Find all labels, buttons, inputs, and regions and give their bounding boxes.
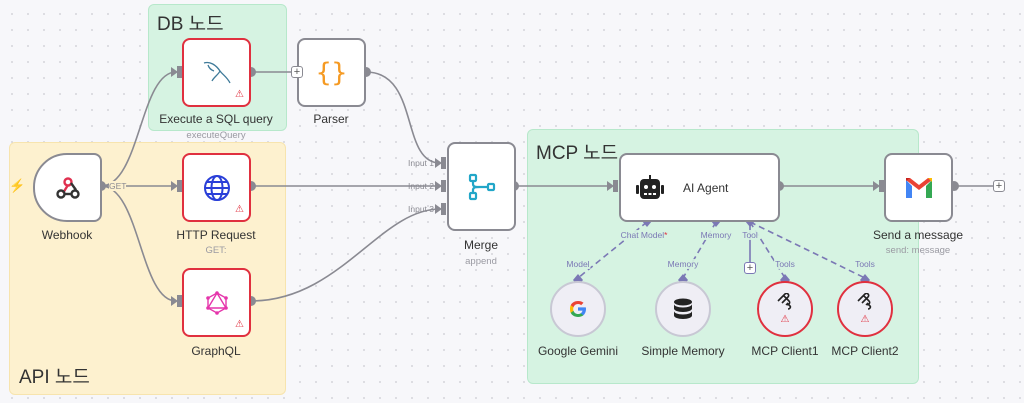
add-node-before-parser-button[interactable]: + xyxy=(291,66,303,78)
node-ai-agent[interactable]: AI Agent xyxy=(619,153,780,222)
graphql-icon xyxy=(205,290,228,315)
node-mcp-client1[interactable]: ⚠ xyxy=(757,281,813,337)
trigger-bolt-icon: ⚡ xyxy=(9,178,26,193)
group-api-title[interactable]: API 노드 xyxy=(19,367,90,388)
mcp1-port-label: Tools xyxy=(774,259,796,269)
group-mcp-title[interactable]: MCP 노드 xyxy=(536,143,619,164)
agent-tool-port-label: Tool xyxy=(741,230,759,240)
chat-model-text: Chat Model xyxy=(620,230,665,240)
wire-agent-mcp2 xyxy=(749,221,866,279)
node-mcp-client1-label: MCP Client1 xyxy=(751,344,819,358)
node-simple-memory[interactable] xyxy=(655,281,711,337)
node-graphql[interactable]: ⚠ xyxy=(182,268,251,337)
webhook-icon xyxy=(55,176,80,199)
warning-icon[interactable]: ⚠ xyxy=(860,314,870,325)
node-http-request-sublabel: GET: xyxy=(205,245,227,256)
warning-icon[interactable]: ⚠ xyxy=(235,89,244,100)
merge-input-2-label: Input 2 xyxy=(408,181,434,191)
wire-graphql-merge xyxy=(250,208,441,302)
agent-memory-port-label: Memory xyxy=(699,230,733,240)
node-http-request[interactable]: ⚠ xyxy=(182,153,251,222)
node-webhook[interactable] xyxy=(33,153,102,222)
node-send-message[interactable] xyxy=(884,153,953,222)
robot-icon xyxy=(636,174,664,199)
required-mark: * xyxy=(664,230,668,240)
warning-icon[interactable]: ⚠ xyxy=(235,204,244,215)
mcp-icon xyxy=(777,293,792,310)
memory-port-label: Memory xyxy=(666,259,700,269)
mysql-dolphin-icon xyxy=(203,61,231,83)
webhook-output-label: GET xyxy=(109,181,127,191)
wire-webhook-sql xyxy=(100,71,177,187)
node-simple-memory-label: Simple Memory xyxy=(641,344,725,358)
google-icon xyxy=(570,301,586,317)
node-http-request-label: HTTP Request xyxy=(176,228,256,242)
node-mcp-client2-label: MCP Client2 xyxy=(831,344,899,358)
merge-input-1-label: Input 1 xyxy=(408,158,434,168)
gmail-icon xyxy=(905,177,932,198)
node-execute-sql[interactable]: ⚠ xyxy=(182,38,251,107)
wire-webhook-graphql xyxy=(100,185,177,302)
node-merge-label: Merge xyxy=(463,238,499,252)
node-merge-sublabel: append xyxy=(465,256,497,267)
node-google-gemini[interactable] xyxy=(550,281,606,337)
node-parser[interactable]: {} xyxy=(297,38,366,107)
node-webhook-label: Webhook xyxy=(41,228,93,242)
mcp-icon xyxy=(857,293,872,310)
add-node-after-send-message-button[interactable]: + xyxy=(993,180,1005,192)
node-graphql-label: GraphQL xyxy=(191,344,241,358)
node-execute-sql-label: Execute a SQL query xyxy=(159,112,273,126)
gemini-port-label: Model xyxy=(565,259,591,269)
mcp2-port-label: Tools xyxy=(854,259,876,269)
braces-icon: {} xyxy=(315,57,348,88)
node-execute-sql-sublabel: executeQuery xyxy=(186,130,246,141)
node-merge[interactable] xyxy=(447,142,516,231)
node-parser-label: Parser xyxy=(313,112,349,126)
warning-icon[interactable]: ⚠ xyxy=(780,314,790,325)
agent-chat-model-port-label: Chat Model* xyxy=(619,230,669,240)
add-tool-button[interactable]: + xyxy=(744,262,756,274)
node-send-message-sublabel: send: message xyxy=(885,245,951,256)
node-google-gemini-label: Google Gemini xyxy=(537,344,619,358)
database-icon xyxy=(674,298,692,319)
merge-icon xyxy=(468,173,495,200)
globe-icon xyxy=(203,174,230,201)
node-send-message-label: Send a message xyxy=(872,228,964,242)
node-mcp-client2[interactable]: ⚠ xyxy=(837,281,893,337)
warning-icon[interactable]: ⚠ xyxy=(235,319,244,330)
group-db-title[interactable]: DB 노드 xyxy=(157,14,224,35)
merge-input-3-label: Input 3 xyxy=(408,204,434,214)
node-ai-agent-label: AI Agent xyxy=(683,180,729,195)
wire-parser-merge xyxy=(365,71,441,164)
